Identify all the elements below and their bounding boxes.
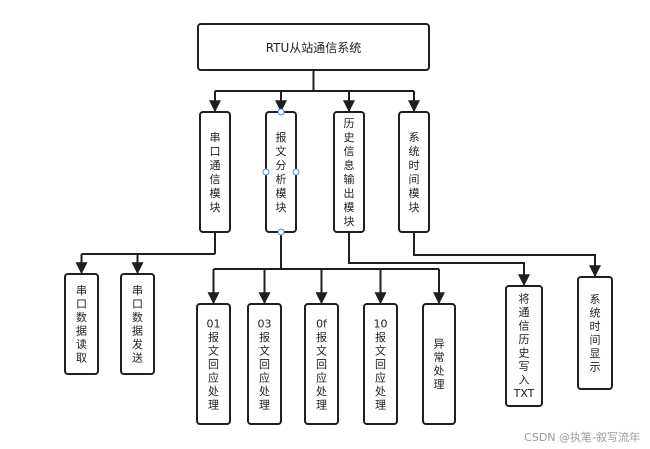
connector-lines: [75, 70, 601, 305]
leaf-box-6: [363, 303, 398, 425]
module-label-1: 串口通信模块: [210, 131, 221, 214]
leaf-label-2: 串口数据发送: [132, 284, 143, 365]
leaf-box-7: [422, 303, 456, 425]
module-box-1: [199, 111, 231, 233]
selection-handle-1[interactable]: [277, 108, 285, 116]
root-label: RTU从站通信系统: [266, 41, 362, 55]
selection-handle-3[interactable]: [292, 168, 300, 176]
module-label-2: 报文分析模块: [276, 130, 287, 214]
module-label-3: 历史信息输出模块: [344, 117, 355, 228]
leaf-label-9: 系统时间显示: [590, 293, 601, 374]
selection-handles: [262, 108, 300, 236]
leaf-label-1: 串口数据读取: [76, 284, 87, 365]
edge-m3-leaf-8: [348, 232, 530, 287]
leaf-box-2: [120, 273, 155, 375]
leaf-box-8: [505, 285, 543, 407]
module-label-4: 系统时间模块: [409, 131, 420, 214]
leaf-box-4: [247, 303, 282, 425]
leaf-box-5: [304, 303, 339, 425]
edge-m4-leaf-9: [413, 232, 601, 278]
leaf-box-1: [64, 273, 99, 375]
selection-handle-4[interactable]: [277, 228, 285, 236]
root-box: [197, 23, 430, 71]
leaf-box-9: [577, 276, 613, 390]
leaf-box-3: [196, 303, 231, 425]
module-box-4: [398, 111, 430, 233]
leaf-label-7: 异常处理: [434, 338, 445, 392]
module-box-3: [333, 111, 365, 233]
watermark: CSDN @执笔-叙写流年: [524, 430, 640, 444]
selection-handle-2[interactable]: [262, 168, 270, 176]
